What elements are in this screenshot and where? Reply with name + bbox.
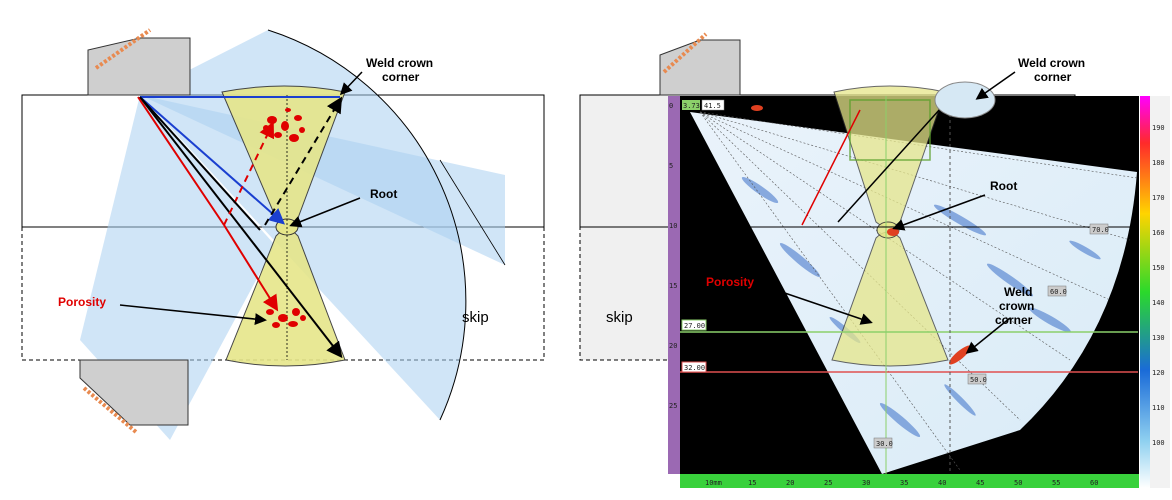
probe-top xyxy=(87,28,191,96)
svg-text:5: 5 xyxy=(669,162,673,170)
arrow-porosity xyxy=(119,304,267,326)
svg-text:45: 45 xyxy=(976,479,984,487)
color-scale-ticks: 190 180 170 160 150 140 130 120 110 100 xyxy=(1152,124,1165,447)
ray-black-top xyxy=(139,96,261,231)
svg-text:25: 25 xyxy=(669,402,677,410)
ray-red-2 xyxy=(223,224,279,312)
inset-weld-crown xyxy=(934,81,996,119)
scan-ray-red xyxy=(801,109,861,226)
scan-label-skip: skip xyxy=(606,309,633,326)
probe-bottom xyxy=(79,359,189,434)
bottom-ruler xyxy=(680,474,1139,488)
color-scale-bar xyxy=(1140,96,1150,488)
scan-label-root: Root xyxy=(990,179,1017,193)
svg-text:15: 15 xyxy=(669,282,677,290)
readout-cursor-green: 27.00 xyxy=(681,319,707,331)
svg-text:130: 130 xyxy=(1152,334,1165,342)
bottom-ruler-ticks: 10mm 15 20 25 30 35 40 45 50 55 60 xyxy=(705,479,1098,487)
svg-text:25: 25 xyxy=(824,479,832,487)
svg-text:160: 160 xyxy=(1152,229,1165,237)
svg-text:27.00: 27.00 xyxy=(684,322,705,330)
ray-red-1 xyxy=(137,96,225,226)
ray-black-1 xyxy=(139,96,343,359)
arrow-weld-crown xyxy=(339,71,363,96)
readout-bottom-marker: 30.0 xyxy=(873,437,893,449)
label-weld-crown-l2: corner xyxy=(382,70,420,84)
beam-fan-inner xyxy=(80,95,275,440)
svg-text:170: 170 xyxy=(1152,194,1165,202)
svg-text:70.0: 70.0 xyxy=(1092,226,1109,234)
ray-blue xyxy=(139,96,286,225)
beam-edge-line xyxy=(439,159,506,266)
color-scale-labels-bg xyxy=(1150,96,1170,488)
readout-top-left: 3.73 41.5 xyxy=(682,99,725,111)
svg-text:100: 100 xyxy=(1152,439,1165,447)
svg-text:0: 0 xyxy=(669,102,673,110)
scan-label-weld-l3: corner xyxy=(995,313,1033,327)
ray-black-dashed xyxy=(264,96,343,226)
svg-text:60: 60 xyxy=(1090,479,1098,487)
right-scan: 0 5 10 15 20 25 10mm 15 20 25 30 35 40 4… xyxy=(579,32,1170,488)
readout-cursor-red: 32.00 xyxy=(681,361,707,373)
svg-text:150: 150 xyxy=(1152,264,1165,272)
svg-text:40: 40 xyxy=(938,479,946,487)
scan-arrow-porosity xyxy=(769,287,873,325)
scan-label-weld-crown-l2: corner xyxy=(1034,70,1072,84)
scan-arrow-root xyxy=(892,194,986,231)
label-root: Root xyxy=(370,187,397,201)
svg-text:50: 50 xyxy=(1014,479,1022,487)
beam-arc xyxy=(267,29,467,421)
readout-marker-1: 70.0 xyxy=(1089,223,1109,235)
svg-text:41.5: 41.5 xyxy=(704,102,721,110)
scan-label-weld-crown-l1: Weld crown xyxy=(1018,56,1085,70)
readout-marker-3: 50.0 xyxy=(967,373,987,385)
left-diagram: Weld crown corner Root Porosity skip xyxy=(21,28,545,440)
svg-text:10: 10 xyxy=(669,222,677,230)
svg-text:10mm: 10mm xyxy=(705,479,722,487)
svg-text:15: 15 xyxy=(748,479,756,487)
scan-ray-black xyxy=(837,97,951,223)
scan-arrow-weld-crown-2 xyxy=(965,317,1011,354)
left-ruler-ticks: 0 5 10 15 20 25 xyxy=(669,102,677,410)
scan-label-porosity: Porosity xyxy=(706,275,754,289)
scan-arrow-weld-crown xyxy=(975,71,1016,100)
svg-text:20: 20 xyxy=(786,479,794,487)
scan-probe-top xyxy=(659,32,741,96)
svg-text:55: 55 xyxy=(1052,479,1060,487)
beam-fan-medium xyxy=(140,95,505,265)
label-weld-crown-l1: Weld crown xyxy=(366,56,433,70)
readout-marker-2: 60.0 xyxy=(1047,285,1067,297)
svg-text:20: 20 xyxy=(669,342,677,350)
svg-text:3.73: 3.73 xyxy=(683,102,700,110)
scan-texture xyxy=(741,176,1101,437)
label-porosity: Porosity xyxy=(58,295,106,309)
svg-text:120: 120 xyxy=(1152,369,1165,377)
ray-red-dashed xyxy=(223,121,275,226)
label-skip: skip xyxy=(462,309,489,326)
svg-text:140: 140 xyxy=(1152,299,1165,307)
svg-text:30.0: 30.0 xyxy=(876,440,893,448)
svg-text:180: 180 xyxy=(1152,159,1165,167)
svg-text:35: 35 xyxy=(900,479,908,487)
svg-text:190: 190 xyxy=(1152,124,1165,132)
scan-label-weld-l2: crown xyxy=(999,299,1034,313)
svg-text:60.0: 60.0 xyxy=(1050,288,1067,296)
left-ruler xyxy=(668,96,680,474)
scan-label-weld-l1: Weld xyxy=(1004,285,1032,299)
arrow-root xyxy=(289,197,361,228)
porosity-bottom-cluster xyxy=(266,308,306,328)
svg-text:50.0: 50.0 xyxy=(970,376,987,384)
svg-text:32.00: 32.00 xyxy=(684,364,705,372)
svg-text:110: 110 xyxy=(1152,404,1165,412)
svg-text:30: 30 xyxy=(862,479,870,487)
